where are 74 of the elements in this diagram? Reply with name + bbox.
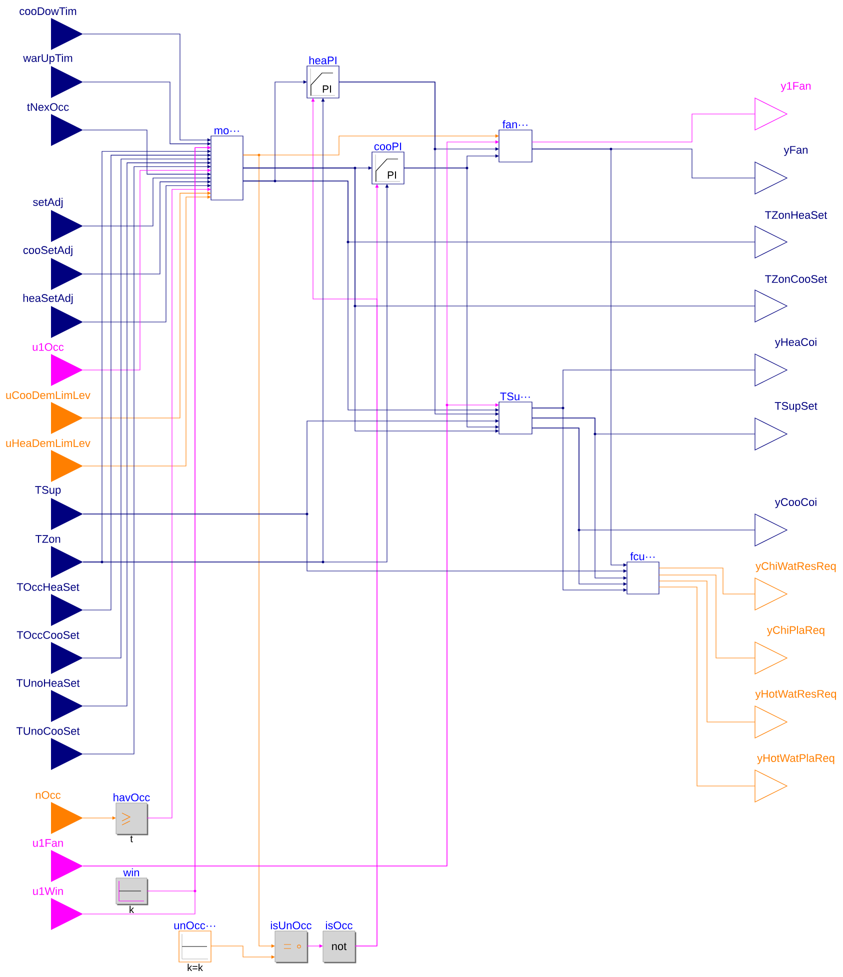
block-name: win	[123, 868, 140, 876]
connector	[82, 514, 627, 573]
connector	[242, 168, 756, 306]
port-label: cooDowTim	[20, 6, 76, 16]
port-label: TUnoHeaSet	[16, 679, 80, 687]
port-label: u1Win	[33, 886, 63, 896]
connector	[82, 195, 211, 466]
port-label: TUnoCooSet	[16, 727, 80, 735]
port-label: heaSetAdj	[23, 294, 73, 304]
block-name: TSu···	[500, 392, 530, 400]
port-label: u1Occ	[32, 343, 64, 351]
connector	[338, 82, 499, 416]
connector	[658, 580, 756, 722]
port-label: warUpTim	[23, 54, 72, 64]
connector	[82, 184, 389, 562]
block-name: unOcc···	[174, 922, 216, 930]
port-label: yChiWatResReq	[756, 562, 836, 572]
port-label: uCooDemLimLev	[6, 390, 90, 400]
connector	[658, 568, 756, 594]
port-label: uHeaDemLimLev	[6, 438, 90, 448]
port-label: yChiPlaReq	[766, 626, 824, 636]
port-label: yHotWatPlaReq	[757, 754, 834, 764]
port-label: setAdj	[33, 198, 63, 208]
port-label: TZonCooSet	[765, 275, 828, 283]
port-label: TOccCooSet	[16, 631, 80, 639]
connector	[82, 191, 211, 418]
port-label: TZon	[35, 535, 60, 543]
block-name: fan···	[502, 120, 528, 128]
port-label: yHeaCoi	[774, 338, 816, 348]
port-label: TSup	[35, 486, 61, 496]
connector	[311, 98, 378, 946]
connector	[146, 188, 211, 818]
block-name: isOcc	[326, 921, 352, 930]
connector	[210, 946, 275, 959]
port-label: nOcc	[36, 791, 61, 799]
block-box: PI	[372, 152, 404, 184]
connector	[532, 148, 627, 567]
block-name: isUnOcc	[270, 921, 312, 930]
block-name: mo···	[214, 128, 239, 134]
connector	[658, 586, 756, 786]
parameter-label: t	[130, 836, 133, 842]
connector	[82, 176, 211, 226]
parameter-label: k	[130, 906, 134, 913]
port-label: yHotWatResReq	[755, 690, 836, 700]
block-box: not	[322, 930, 356, 964]
port-label: yFan	[784, 146, 808, 156]
port-label: TZonHeaSet	[765, 211, 828, 219]
connector	[82, 403, 499, 866]
block-box: PI	[306, 66, 340, 98]
block-name: havOcc	[114, 793, 150, 802]
connector	[658, 574, 756, 658]
parameter-label: k=k	[188, 964, 203, 971]
block-name: cooPI	[374, 142, 402, 150]
connector	[82, 184, 211, 322]
connector	[242, 180, 756, 242]
connector	[82, 34, 211, 142]
block-name: fcu···	[630, 552, 655, 560]
connector	[404, 168, 499, 429]
port-label: TSupSet	[774, 402, 818, 412]
connector	[82, 816, 116, 820]
connector	[146, 146, 211, 892]
connector	[82, 130, 211, 176]
connector	[532, 114, 756, 142]
connector	[306, 944, 323, 948]
port-label: cooSetAdj	[23, 246, 72, 256]
connector	[82, 180, 211, 274]
port-label: yCooCoi	[774, 498, 816, 508]
port-label: y1Fan	[780, 82, 811, 92]
connector	[242, 154, 275, 948]
connector	[82, 168, 211, 370]
port-label: TOccHeaSet	[16, 583, 80, 591]
port-label: u1Fan	[33, 839, 63, 847]
port-label: tNexOcc	[27, 103, 69, 111]
block-name: heaPI	[309, 56, 336, 64]
